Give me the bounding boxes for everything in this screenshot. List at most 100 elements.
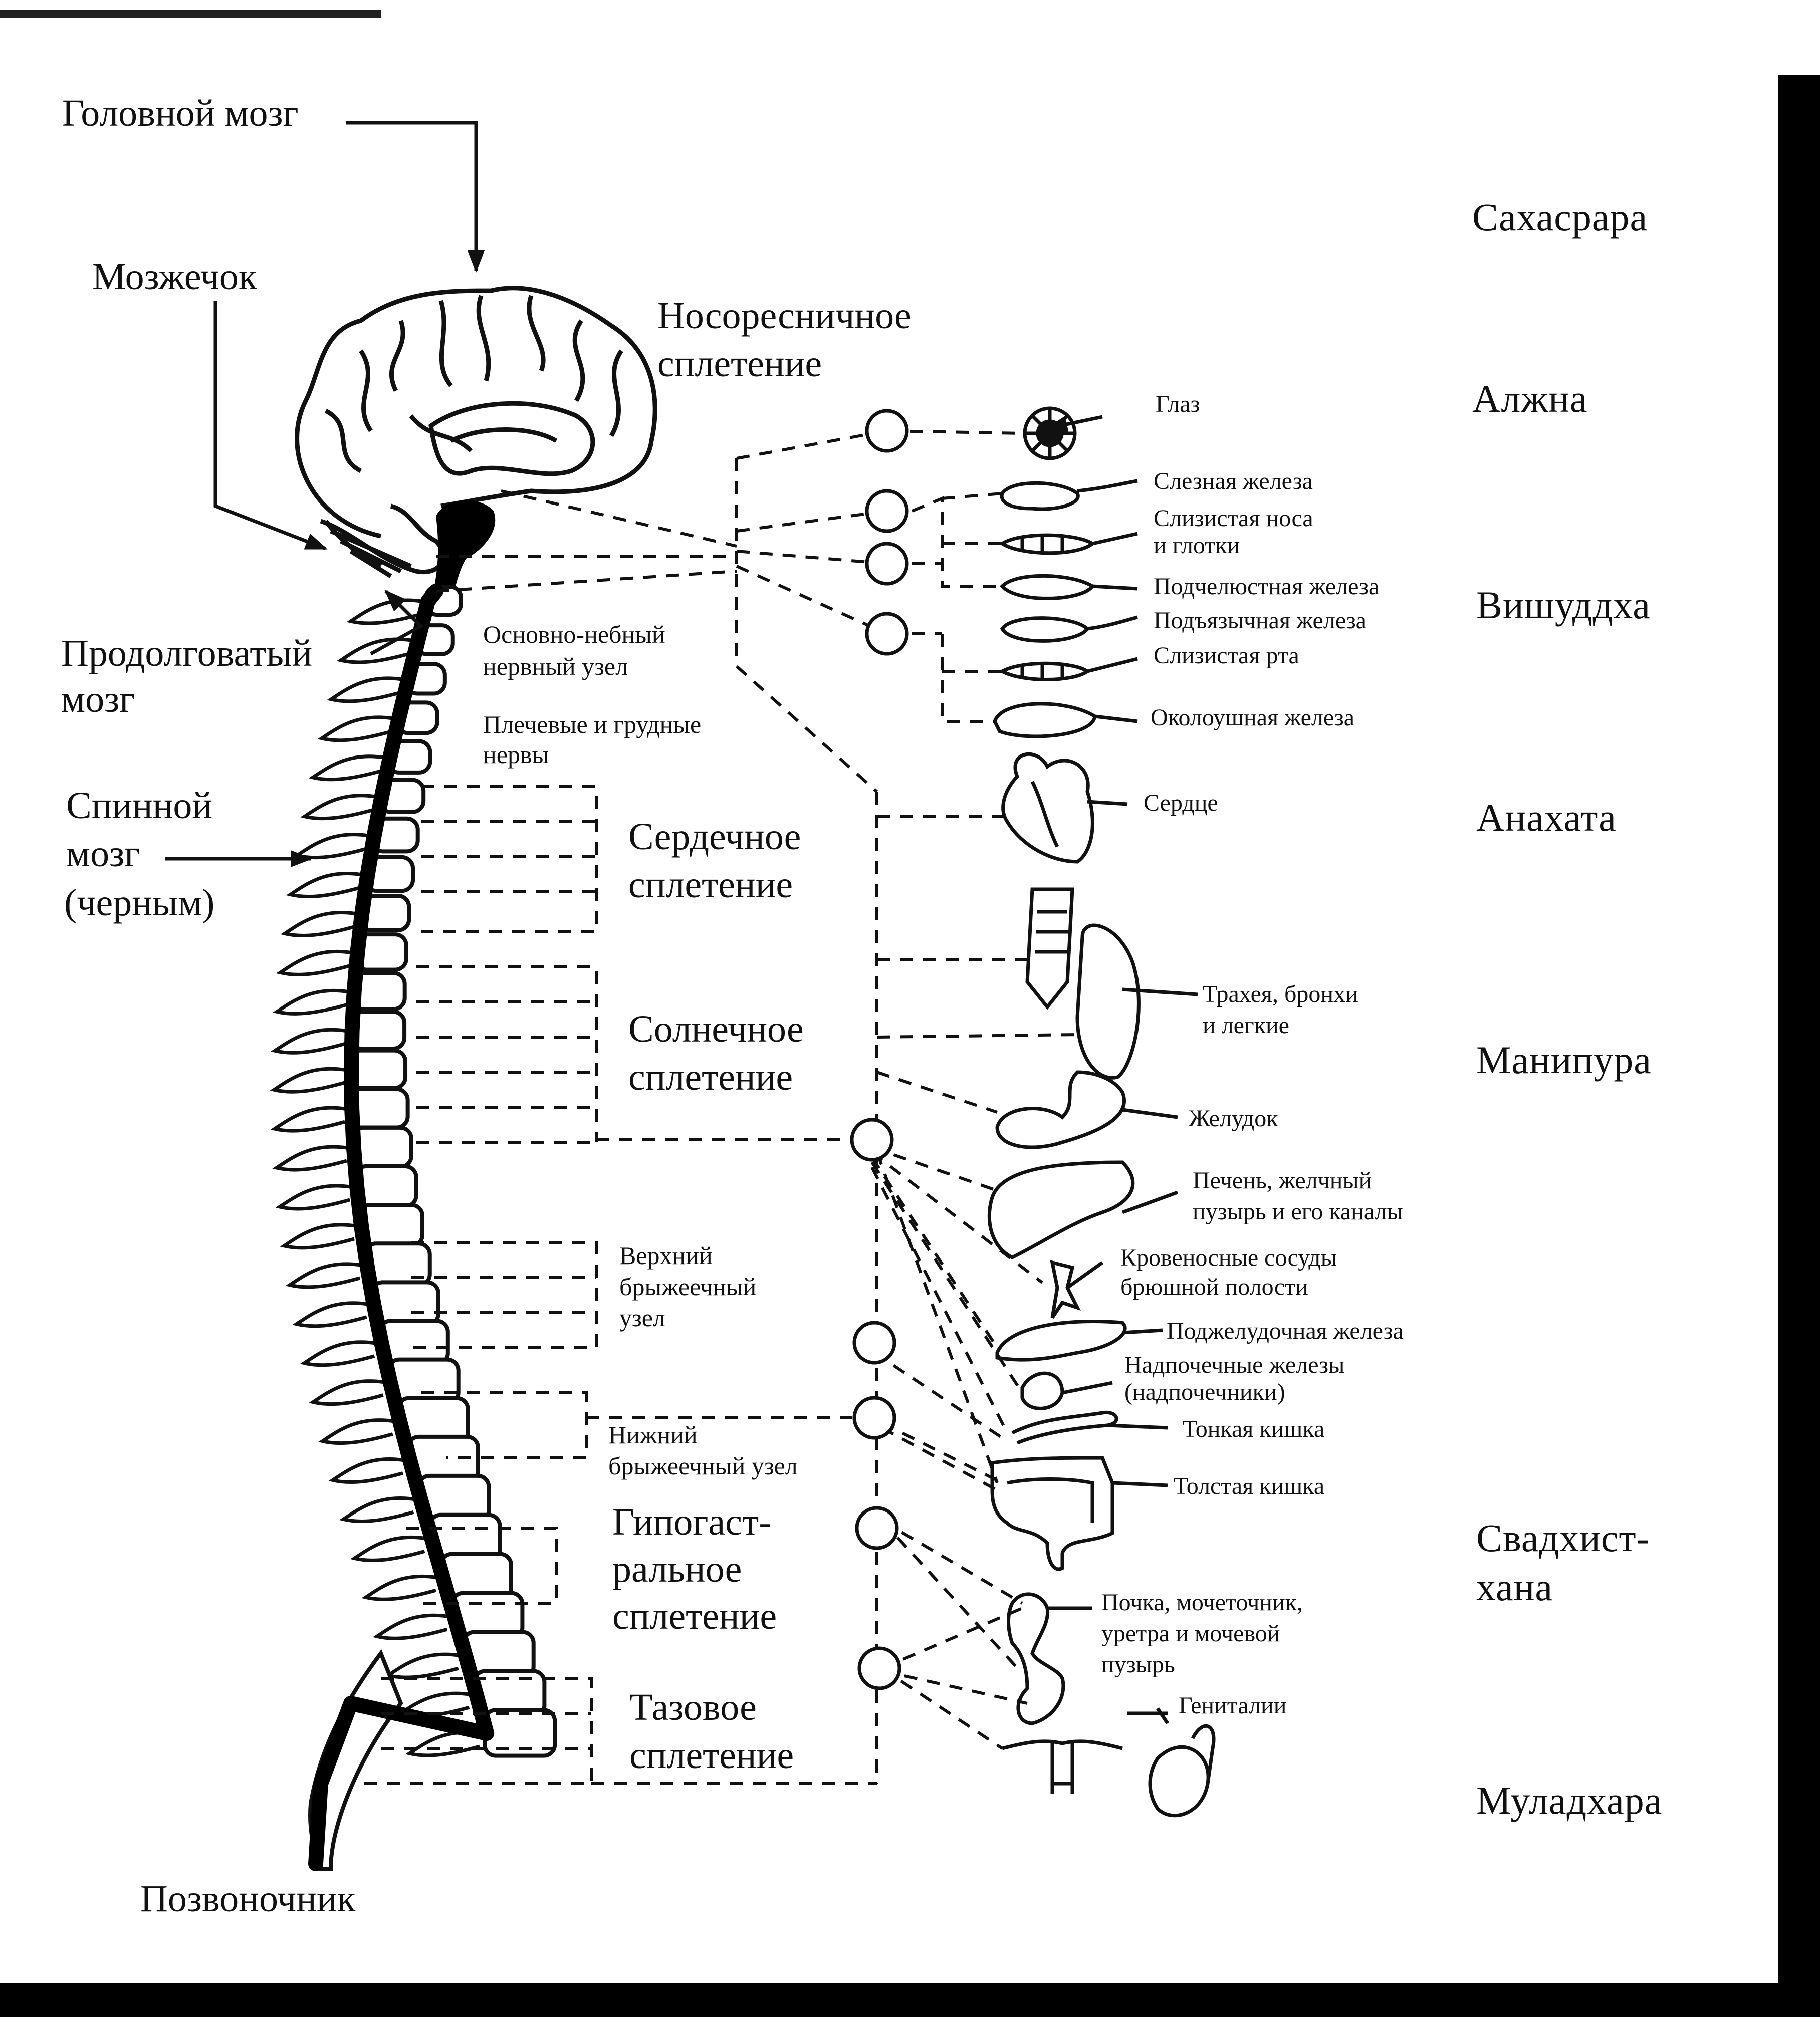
chakra-sahasrara: Сахасрара: [1472, 195, 1648, 239]
ganglion-circle: [852, 1321, 896, 1365]
lacrimal-gland-icon: [1000, 481, 1080, 511]
label-inferior-mesenteric: Нижний: [608, 1421, 698, 1449]
spinous-process: [270, 1067, 345, 1094]
organ-drawings: [987, 406, 1216, 1818]
nerve-path: [501, 489, 737, 548]
label-brachial: Плечевые и грудные: [483, 710, 702, 738]
chakra-muladhara: Муладхара: [1476, 1779, 1663, 1822]
spine-drawing: [270, 584, 557, 1871]
label-pancreas: Поджелудочная железа: [1167, 1318, 1404, 1344]
label-cardiac-plexus: Сердечное: [628, 816, 801, 858]
label-kidney-urinary-line3: пузырь: [1101, 1651, 1175, 1678]
spinous-process: [318, 1418, 393, 1445]
spinous-process: [317, 715, 393, 742]
label-parotid-gland: Околоушная железа: [1151, 704, 1355, 731]
spinous-process: [327, 676, 402, 703]
oral-mucosa-icon: [998, 661, 1091, 681]
label-inferior-mesenteric-line2: брыжеечный узел: [608, 1452, 798, 1480]
label-brain: Головной мозг: [62, 92, 299, 134]
label-adrenal-glands: Надпочечные железы: [1124, 1352, 1345, 1378]
nerve-path: [736, 429, 887, 460]
label-superior-mesenteric: Верхний: [619, 1241, 713, 1270]
spinous-process: [270, 1106, 346, 1133]
nerve-path: [870, 1166, 1009, 1434]
label-kidney-urinary: Почка, мочеточник,: [1101, 1589, 1303, 1616]
kidney-bladder-icon: [1007, 1592, 1065, 1725]
label-spinal-cord-line3: (черным): [64, 882, 215, 924]
scan-edge-bottom: [0, 1983, 1820, 2017]
label-hypogastric-plexus-line2: ральное: [612, 1548, 742, 1590]
stomach-icon: [995, 1070, 1126, 1149]
label-sublingual-gland: Подъязычная железа: [1154, 607, 1367, 634]
nerve-pathways: [351, 429, 1078, 1785]
sublingual-gland-icon: [1000, 616, 1090, 643]
organ-leaders: [1047, 479, 1198, 1724]
label-submandibular-gland: Подчелюстная железа: [1154, 573, 1380, 600]
spinous-process: [384, 1652, 459, 1679]
adrenal-gland-icon: [1020, 1371, 1064, 1410]
label-oral-mucosa: Слизистая рта: [1154, 642, 1299, 669]
nerve-path: [876, 1033, 1078, 1039]
scan-edge-top: [0, 10, 381, 18]
ganglion-circle: [855, 1506, 899, 1550]
label-cardiac-plexus-line2: сплетение: [628, 864, 793, 906]
nerve-path: [881, 1669, 1028, 1705]
ganglion-circle: [857, 1646, 901, 1690]
label-pelvic-plexus-line2: сплетение: [629, 1734, 794, 1777]
label-spinal-cord-line2: мозг: [66, 833, 140, 875]
label-sphenopalatine-line2: нервный узел: [483, 652, 628, 680]
spinous-process: [271, 1028, 346, 1055]
nerve-path: [406, 1527, 558, 1605]
nerve-path: [881, 1607, 1023, 1670]
label-blood-vessels: Кровеносные сосуды: [1120, 1244, 1337, 1271]
label-kidney-urinary-line2: уретра и мочевой: [1101, 1620, 1280, 1647]
nerve-path: [870, 1156, 999, 1349]
label-adrenal-glands-line2: (надпочечники): [1124, 1379, 1285, 1405]
label-nasociliary-plexus-line2: сплетение: [657, 343, 822, 385]
label-solar-plexus-line2: сплетение: [628, 1056, 793, 1098]
label-brachial-line2: нервы: [483, 740, 549, 769]
eye-icon: [1023, 406, 1077, 460]
label-sphenopalatine: Основно-небный: [483, 620, 665, 648]
nerve-path: [736, 550, 887, 565]
spinal-cord: [308, 584, 495, 1871]
spinous-process: [300, 794, 375, 821]
large-intestine-icon: [990, 1456, 1114, 1571]
nerve-path: [880, 1519, 1024, 1675]
label-liver: Печень, желчный: [1193, 1167, 1372, 1194]
spinous-process: [361, 1574, 436, 1601]
spinous-process: [285, 1262, 361, 1289]
spinous-process: [292, 1301, 367, 1328]
label-eye: Глаз: [1156, 391, 1200, 417]
small-intestine-icon: [1011, 1410, 1118, 1445]
spinous-process: [350, 1535, 425, 1562]
nerve-path: [875, 1151, 999, 1484]
spinous-process: [293, 833, 368, 860]
nerve-path: [871, 1151, 1043, 1284]
spinous-process: [272, 1145, 347, 1172]
label-nasociliary-plexus: Носоресничное: [657, 295, 912, 337]
spinous-process: [273, 988, 348, 1016]
nerve-path: [421, 1391, 588, 1459]
label-solar-plexus: Солнечное: [628, 1008, 804, 1050]
spinous-process: [309, 1379, 384, 1406]
brainstem: [431, 500, 496, 601]
nerve-path: [881, 1421, 1003, 1484]
chakra-manipura: Манипура: [1476, 1038, 1652, 1082]
nerve-path: [876, 1071, 998, 1114]
nerve-path: [736, 565, 888, 635]
label-hypogastric-plexus: Гипогаст-: [612, 1501, 772, 1543]
nerve-path: [873, 1351, 1003, 1439]
heart-icon: [1001, 752, 1094, 864]
nasal-mucosa-icon: [999, 533, 1095, 555]
label-lacrimal-gland: Слезная железа: [1154, 468, 1313, 494]
brain-drawing: [295, 286, 657, 578]
pancreas-icon: [995, 1320, 1127, 1362]
label-genitals: Гениталии: [1179, 1692, 1287, 1719]
label-medulla: Продолговатый: [61, 632, 313, 674]
nerve-path: [941, 634, 997, 723]
label-hypogastric-plexus-line3: сплетение: [612, 1595, 777, 1637]
chakra-ajna: Алжна: [1472, 377, 1588, 420]
spinous-process: [286, 872, 361, 899]
